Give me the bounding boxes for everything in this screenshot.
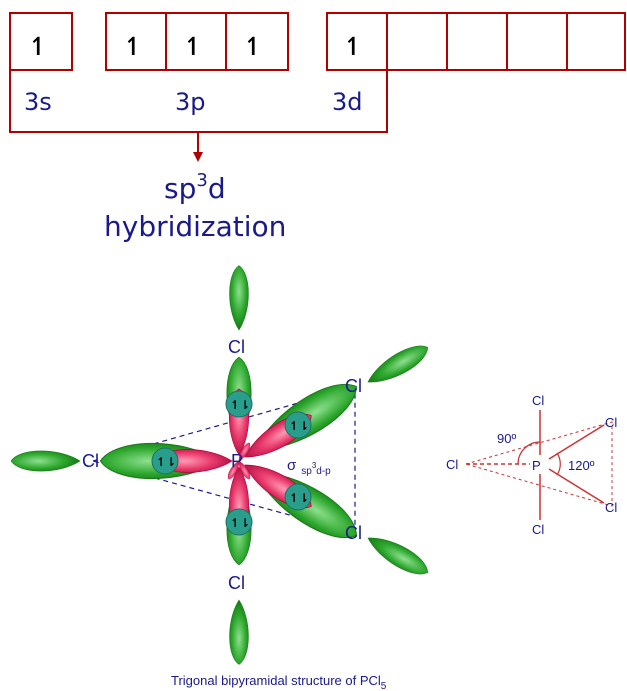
schematic-plane <box>464 421 613 507</box>
orbital-box-3p-3 <box>225 12 289 71</box>
figure-caption: Trigonal bipyramidal structure of PCl5 <box>171 673 387 691</box>
bond-eq-upper-right <box>548 424 605 460</box>
bracket-arrowhead <box>193 152 203 162</box>
schematic-cl-bottom: Cl <box>532 522 544 537</box>
orbital-box-3p-1 <box>105 12 167 71</box>
atom-cl-bottom: Cl <box>228 573 245 593</box>
svg-text:↿⇂: ↿⇂ <box>156 455 176 469</box>
hybridization-label: sp3d hybridization <box>104 170 286 243</box>
orbital-box-3d-5 <box>566 12 626 71</box>
hybrid-sup: 3 <box>196 170 207 191</box>
svg-text:↿⇂: ↿⇂ <box>230 516 250 530</box>
svg-text:↿⇂: ↿⇂ <box>230 398 250 412</box>
atom-cl-left: Cl <box>82 451 99 471</box>
electron-arrow-3s: ↿ <box>28 24 48 64</box>
atom-p: P <box>231 451 243 471</box>
orbital-box-3d-3 <box>446 12 508 71</box>
electron-pair-bottom: ↿⇂ <box>225 508 253 536</box>
svg-text:↿⇂: ↿⇂ <box>289 491 309 505</box>
cl-top-outer-lobe <box>229 265 249 331</box>
atom-cl-top: Cl <box>228 337 245 357</box>
angle-arc-120 <box>556 452 561 476</box>
label-3p: 3p <box>175 88 206 116</box>
hybrid-type: sp3d <box>164 170 226 205</box>
angle-arc-90 <box>517 441 541 465</box>
electron-pair-upper-right: ↿⇂ <box>284 411 312 439</box>
orbital-box-diagram: ↿ ↿ ↿ ↿ ↿ 3s 3p 3d <box>9 12 626 162</box>
svg-text:↿⇂: ↿⇂ <box>289 419 309 433</box>
electron-pair-lower-right: ↿⇂ <box>284 483 312 511</box>
electron-pair-top: ↿⇂ <box>225 390 253 418</box>
orbital-box-3d-1 <box>326 12 388 71</box>
cl-upper-right-outer-lobe <box>362 338 434 392</box>
schematic-cl-left: Cl <box>446 457 458 472</box>
atom-cl-upper-right: Cl <box>345 376 362 396</box>
hybrid-d: d <box>208 172 226 205</box>
electron-arrow-3p-2: ↿ <box>183 24 203 64</box>
schematic-cl-lower-right: Cl <box>605 500 617 515</box>
schematic-p: P <box>532 458 541 473</box>
bond-eq-lower-right <box>548 468 605 504</box>
atom-cl-lower-right: Cl <box>345 523 362 543</box>
angle-label-90: 90º <box>497 431 516 446</box>
cl-left-outer-lobe <box>10 450 81 472</box>
angle-label-120: 120º <box>568 458 595 473</box>
cl-lower-right-outer-lobe <box>362 528 434 582</box>
schematic-cl-top: Cl <box>532 393 544 408</box>
cl-bottom-outer-lobe <box>229 599 249 665</box>
orbital-box-3d-4 <box>506 12 568 71</box>
electron-arrow-3d-1: ↿ <box>343 24 363 64</box>
electron-arrow-3p-3: ↿ <box>243 24 263 64</box>
hybrid-sp: sp <box>164 172 196 205</box>
label-3d: 3d <box>332 88 363 116</box>
pcl5-schematic: P Cl Cl Cl Cl Cl 90º 120º <box>446 393 617 537</box>
orbital-box-3s <box>9 12 73 71</box>
orbital-box-3p-2 <box>165 12 227 71</box>
hybrid-word: hybridization <box>104 210 286 243</box>
equatorial-plane <box>90 386 356 534</box>
label-3s: 3s <box>24 88 52 116</box>
electron-pair-left: ↿⇂ <box>151 447 179 475</box>
electron-arrow-3p-1: ↿ <box>123 24 143 64</box>
schematic-cl-upper-right: Cl <box>605 415 617 430</box>
orbital-box-3d-2 <box>386 12 448 71</box>
